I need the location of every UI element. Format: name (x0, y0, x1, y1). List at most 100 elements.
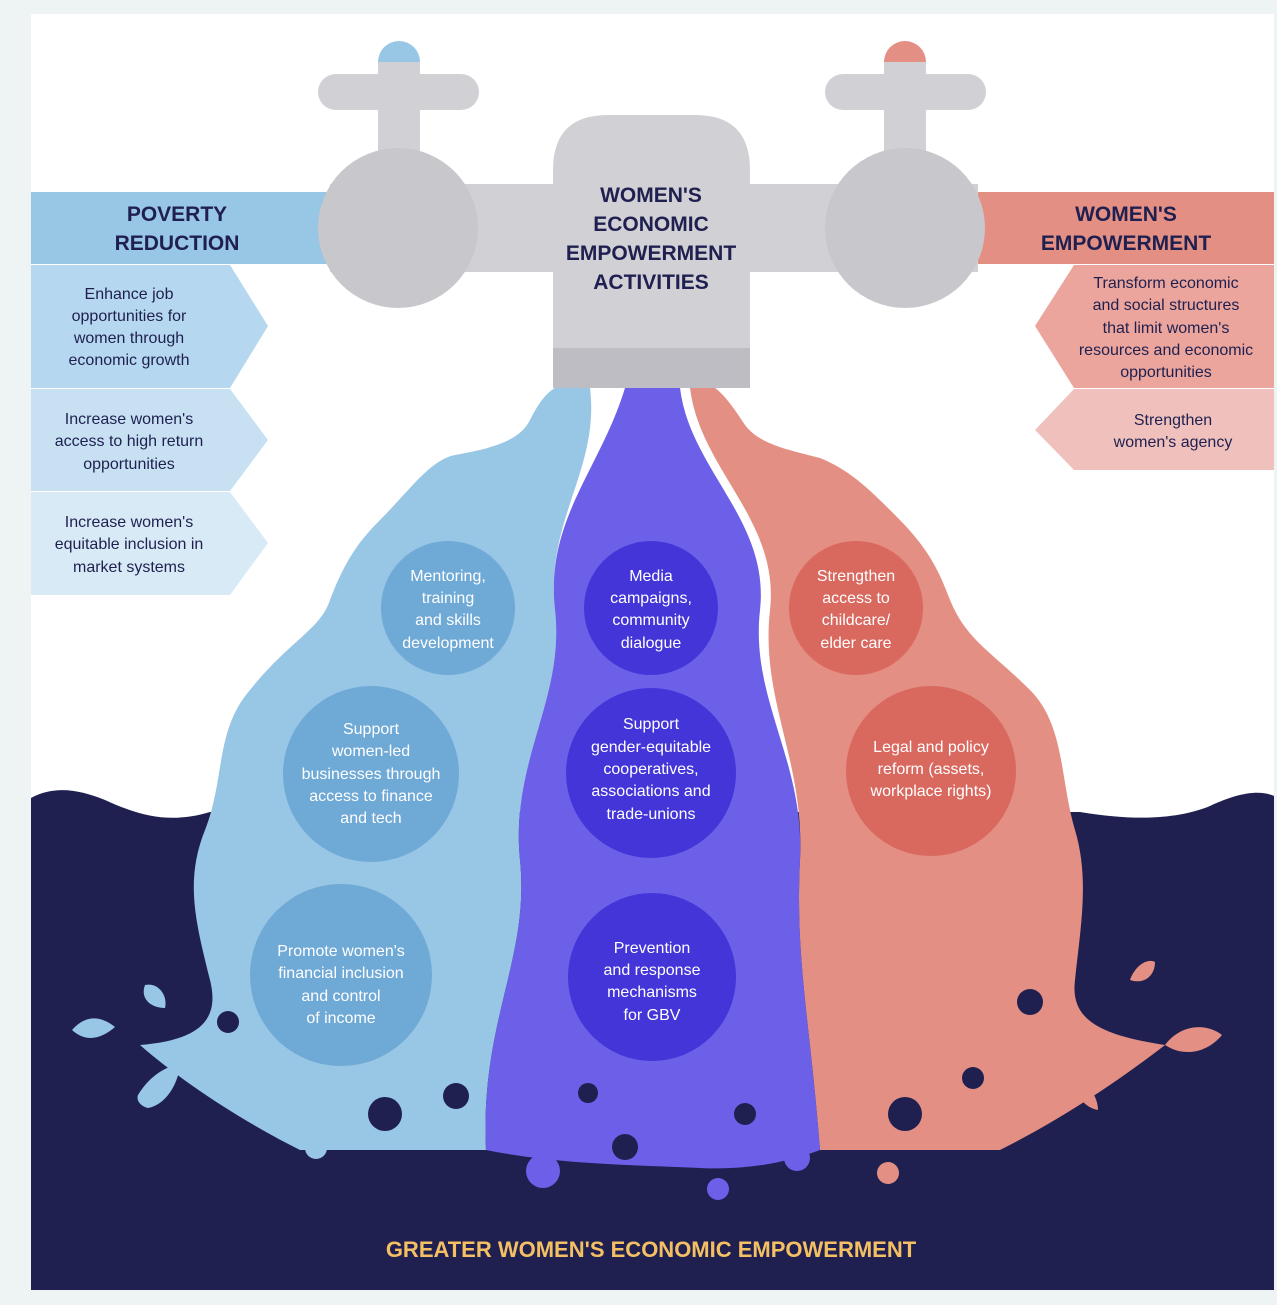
activity-businesses-line: Support (343, 721, 400, 738)
activity-businesses-line: businesses through (302, 766, 441, 783)
activity-mentoring-line: Mentoring, (410, 568, 486, 585)
splash-blue-3 (137, 1065, 180, 1108)
activity-gbv-line: for GBV (624, 1007, 681, 1024)
empowerment-item-box (1035, 389, 1274, 470)
poverty-reduction-banner (31, 192, 331, 264)
activity-businesses-line: and tech (340, 810, 401, 827)
tap-title-line: ECONOMIC (593, 213, 709, 236)
poverty-item-2-line: opportunities (83, 456, 175, 473)
poverty-reduction-title-line: REDUCTION (115, 232, 240, 255)
tap-body (553, 115, 750, 388)
poverty-item-1-line: opportunities for (72, 308, 187, 325)
activity-media-line: campaigns, (610, 590, 692, 607)
activity-financial-line: and control (301, 988, 380, 1005)
poverty-item-box (31, 265, 268, 388)
tap-spout (553, 348, 750, 388)
activity-cooperatives-line: cooperatives, (603, 761, 698, 778)
cold-cap (378, 41, 420, 62)
bubble (368, 1097, 402, 1131)
bubble (578, 1083, 598, 1103)
activity-businesses-line: access to finance (309, 788, 433, 805)
empowerment-item-1-line: Transform economic (1093, 275, 1238, 292)
poverty-reduction-title-line: POVERTY (127, 203, 227, 226)
tap-title-line: WOMEN'S (600, 184, 702, 207)
empowerment-item-1-line: that limit women's (1103, 320, 1230, 337)
activity-cooperatives-line: trade-unions (607, 806, 696, 823)
poverty-item-2-line: Increase women's (65, 411, 193, 428)
activity-childcare-line: elder care (820, 635, 891, 652)
cold-crossbar (318, 74, 479, 110)
splash-coral-1 (1165, 1027, 1222, 1053)
hot-stem-top (884, 62, 926, 74)
empowerment-item-box (1035, 265, 1274, 388)
womens-empowerment-title-line: EMPOWERMENT (1041, 232, 1212, 255)
splash-coral-2 (1130, 960, 1155, 982)
poverty-item-3-line: equitable inclusion in (55, 536, 204, 553)
bubble (1017, 989, 1043, 1015)
bubble (784, 1145, 810, 1171)
footer-outcome-label: GREATER WOMEN'S ECONOMIC EMPOWERMENT (386, 1237, 917, 1262)
activity-gbv-line: Prevention (614, 940, 691, 957)
activity-circle-mentoring (381, 541, 515, 675)
empowerment-item-1-line: opportunities (1120, 364, 1212, 381)
tap-title-line: ACTIVITIES (593, 271, 709, 294)
tap-title-line: EMPOWERMENT (566, 242, 737, 265)
activity-mentoring-line: and skills (415, 612, 481, 629)
activity-circle-gbv (568, 893, 736, 1061)
activity-circle-media-campaigns (584, 541, 718, 675)
womens-empowerment-banner (975, 192, 1274, 264)
hot-crossbar (825, 74, 986, 110)
bubble (305, 1137, 327, 1159)
poverty-item-1-line: women through (73, 330, 184, 347)
activity-cooperatives-line: gender-equitable (591, 739, 711, 756)
hot-knob (825, 148, 985, 308)
poverty-item-2-line: access to high return (55, 433, 204, 450)
activity-financial-line: of income (306, 1010, 375, 1027)
activity-gbv-line: mechanisms (607, 984, 697, 1001)
activity-cooperatives-line: associations and (591, 783, 710, 800)
activity-legal-line: reform (assets, (878, 761, 985, 778)
poverty-item-3-line: market systems (73, 559, 185, 576)
bubble (526, 1154, 560, 1188)
poverty-item-box (31, 389, 268, 491)
activity-mentoring-line: development (402, 635, 494, 652)
hot-cap (884, 41, 926, 62)
activity-childcare-line: childcare/ (822, 612, 891, 629)
activity-childcare-line: Strengthen (817, 568, 895, 585)
activity-gbv-line: and response (604, 962, 701, 979)
bubble (443, 1083, 469, 1109)
splash-coral-3 (1072, 1079, 1098, 1110)
splash-blue-1 (72, 1018, 115, 1038)
activity-financial-line: Promote women's (277, 943, 405, 960)
empowerment-item-2-line: Strengthen (1134, 412, 1212, 429)
activity-circle-childcare (789, 541, 923, 675)
activity-media-line: community (612, 612, 689, 629)
activity-circle-legal-reform (846, 686, 1016, 856)
womens-empowerment-title-line: WOMEN'S (1075, 203, 1177, 226)
splash-blue-2 (143, 984, 166, 1008)
activity-businesses-line: women-led (331, 743, 410, 760)
activity-media-line: dialogue (621, 635, 682, 652)
bubble (707, 1178, 729, 1200)
poverty-item-1-line: Enhance job (85, 286, 174, 303)
activity-mentoring-line: training (422, 590, 474, 607)
empowerment-item-2-line: women's agency (1113, 434, 1233, 451)
activity-legal-line: workplace rights) (870, 783, 992, 800)
activity-media-line: Media (629, 568, 673, 585)
bubble (877, 1162, 899, 1184)
hot-tap-handle (825, 41, 986, 308)
bubble (888, 1097, 922, 1131)
activity-childcare-line: access to (822, 590, 890, 607)
bubble (734, 1103, 756, 1125)
activity-circle-financial-inclusion (250, 884, 432, 1066)
activity-legal-line: Legal and policy (873, 739, 989, 756)
bubble (217, 1011, 239, 1033)
poverty-item-1-line: economic growth (69, 352, 190, 369)
activity-cooperatives-line: Support (623, 716, 680, 733)
cold-stem-top (378, 62, 420, 74)
empowerment-item-1-line: resources and economic (1079, 342, 1253, 359)
activity-circle-women-led-businesses (283, 686, 459, 862)
activity-circle-cooperatives (566, 688, 736, 858)
